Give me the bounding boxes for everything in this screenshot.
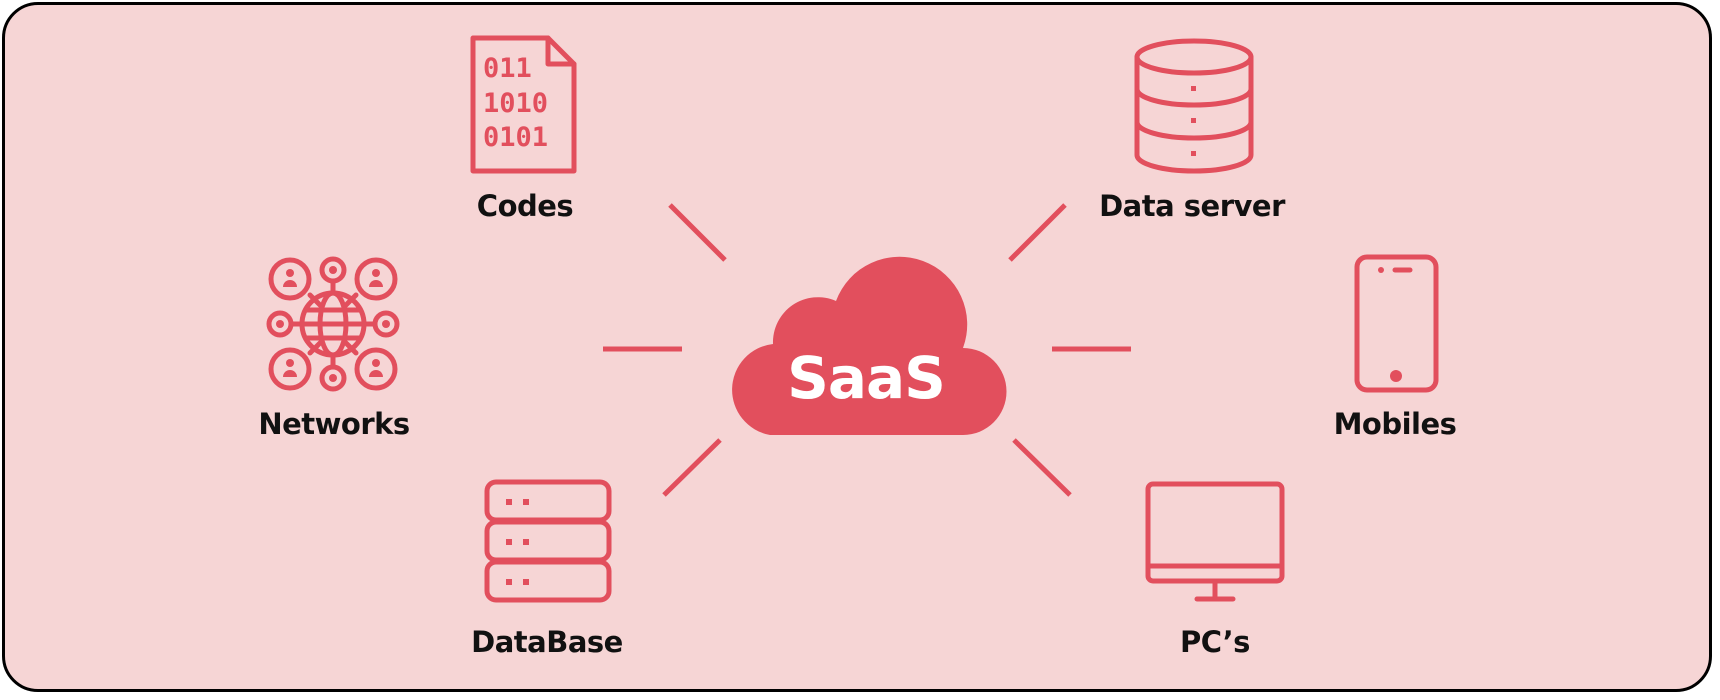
node-label-networks: Networks: [258, 407, 410, 441]
database-cylinder-icon: [1134, 38, 1254, 174]
binary-code-file-icon: 011 1010 0101: [470, 35, 577, 174]
connector-database: [662, 438, 722, 497]
global-network-icon: [266, 256, 400, 392]
code-line-1: 011: [483, 53, 532, 84]
node-label-data-server: Data server: [1099, 189, 1285, 223]
node-label-mobiles: Mobiles: [1333, 407, 1457, 441]
saas-diagram: SaaS 011 1010 0101: [266, 35, 1439, 603]
node-label-pcs: PC’s: [1180, 625, 1250, 659]
cloud-icon: SaaS: [732, 256, 1007, 435]
server-rack-icon: [484, 479, 612, 603]
diagram-card: SaaS 011 1010 0101: [2, 2, 1712, 692]
center-label: SaaS: [787, 344, 945, 412]
connector-codes: [668, 203, 727, 262]
smartphone-icon: [1354, 254, 1439, 393]
desktop-monitor-icon: [1145, 481, 1285, 602]
code-line-3: 0101: [483, 122, 548, 153]
node-label-codes: Codes: [476, 189, 574, 223]
connector-data-server: [1008, 203, 1067, 262]
node-label-database: DataBase: [471, 625, 623, 659]
code-line-2: 1010: [483, 88, 548, 119]
connector-pcs: [1012, 438, 1072, 497]
